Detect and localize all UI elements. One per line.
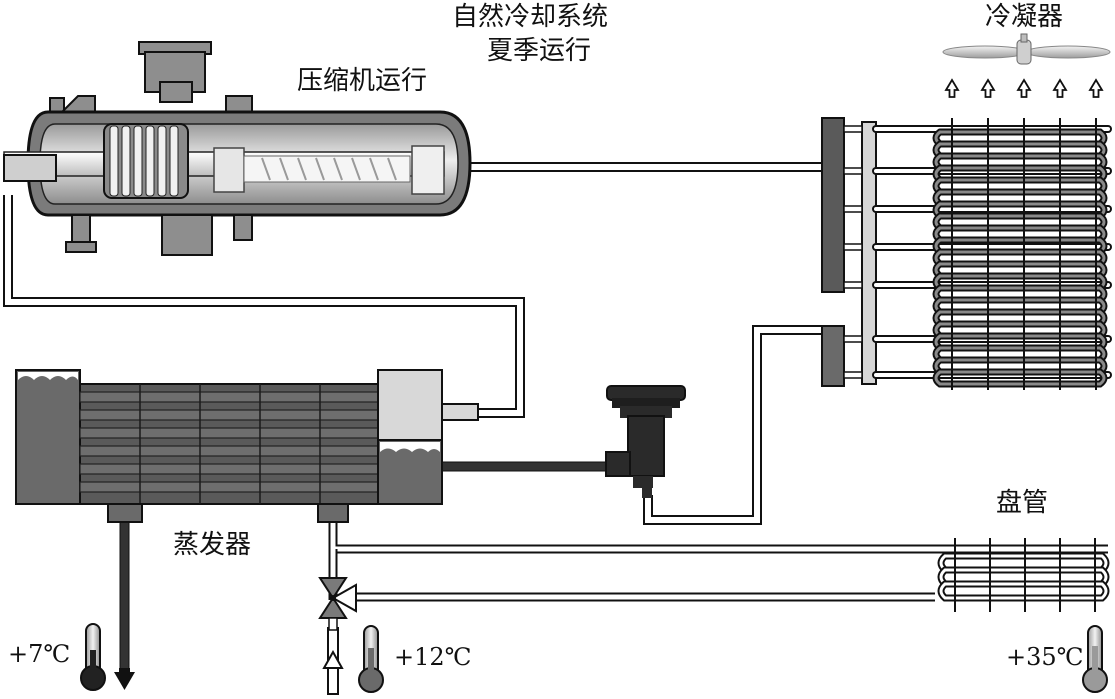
thermometer-icon-ambient <box>1082 625 1108 693</box>
temperature-ambient: +35℃ <box>1006 643 1084 671</box>
pipe-return-in <box>322 627 344 695</box>
condenser-label: 冷凝器 <box>985 2 1064 32</box>
tube <box>937 580 1110 602</box>
expansion-valve <box>605 385 686 498</box>
evaporator <box>15 369 479 523</box>
pipe-suction-loop <box>3 195 525 418</box>
heating-coil <box>937 538 1110 612</box>
diagram-title-line2: 夏季运行 <box>487 36 592 66</box>
thermometer-icon-chilled-out <box>80 623 106 691</box>
compressor <box>3 41 472 256</box>
three-way-valve <box>318 577 357 631</box>
condenser-fan-icon <box>942 33 1111 65</box>
airflow-arrows <box>944 78 1104 98</box>
diagram-title-line1: 自然冷却系统 <box>452 2 609 32</box>
condenser <box>821 33 1112 390</box>
tube-inner <box>934 370 1106 386</box>
pipe-compressor-to-condenser <box>461 162 823 172</box>
evaporator-label: 蒸发器 <box>173 530 252 560</box>
motor-coil <box>103 123 189 199</box>
tube-inner <box>939 582 1108 600</box>
pipe-evap-to-valve <box>441 461 607 472</box>
temperature-chilled-out: +7℃ <box>8 640 71 668</box>
pipe-liquid-line <box>643 325 822 525</box>
coil-label: 盘管 <box>996 488 1049 518</box>
pipe-water-coil-supply <box>328 520 1108 602</box>
pipe-chilled-out <box>114 519 135 690</box>
thermometer-icon-chilled-in <box>358 625 384 693</box>
temperature-chilled-in: +12℃ <box>394 643 472 671</box>
compressor-label: 压缩机运行 <box>297 66 428 96</box>
